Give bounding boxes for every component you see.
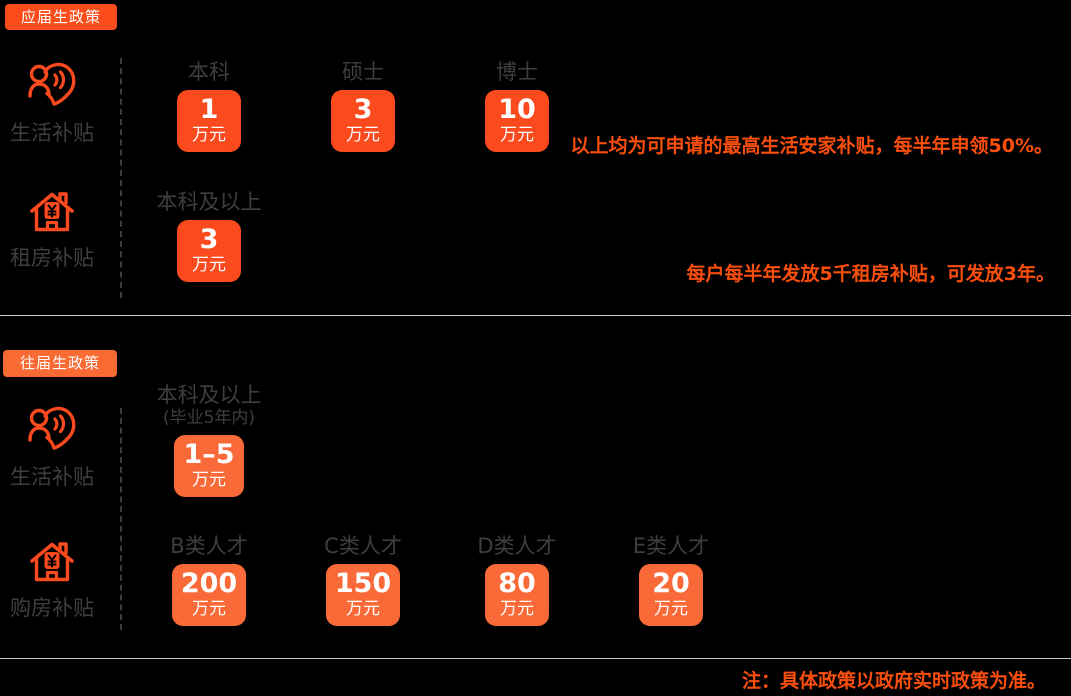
amount-unit: 万元: [654, 599, 688, 619]
fresh-graduate-policy-badge: 应届生政策: [5, 4, 117, 30]
amount-value: 20: [652, 568, 690, 599]
subsidy-column: 本科及以上 3 万元: [132, 190, 286, 282]
amount-unit: 万元: [346, 599, 380, 619]
amount-badge: 20 万元: [639, 564, 703, 626]
amount-value: 3: [199, 224, 219, 255]
people-heart-icon: [0, 62, 104, 108]
amount-unit: 万元: [346, 125, 380, 145]
subsidy-column: 硕士 3 万元: [286, 60, 440, 152]
subsidy-column: 本科及以上 (毕业5年内) 1–5 万元: [132, 383, 286, 497]
row-label: 购房补贴: [10, 596, 94, 620]
people-heart-icon: [0, 406, 104, 452]
amount-badge: 1–5 万元: [174, 435, 244, 497]
living-subsidy-note: 以上均为可申请的最高生活安家补贴，每半年申领50%。: [570, 135, 1053, 157]
dashed-separator: [120, 408, 122, 630]
amount-unit: 万元: [192, 255, 226, 275]
column-header: 本科及以上: [156, 190, 262, 214]
column-header: 博士: [496, 60, 538, 84]
amount-badge: 200 万元: [171, 564, 247, 626]
amount-unit: 万元: [192, 599, 226, 619]
previous-graduate-policy-badge: 往届生政策: [3, 350, 117, 377]
footer-note: 注：具体政策以政府实时政策为准。: [741, 670, 1046, 692]
column-subheader: (毕业5年内): [162, 408, 256, 428]
rent-subsidy-row-label: 租房补贴: [0, 191, 104, 272]
amount-value: 150: [334, 568, 392, 599]
amount-unit: 万元: [191, 470, 226, 490]
amount-badge: 10 万元: [485, 90, 549, 152]
row-label: 生活补贴: [10, 121, 94, 145]
amount-badge: 3 万元: [177, 220, 241, 282]
subsidy-column: C类人才 150 万元: [286, 534, 440, 626]
housing-subsidy-row-label: 购房补贴: [0, 541, 104, 622]
amount-value: 80: [498, 568, 536, 599]
column-header: 本科: [188, 60, 230, 84]
amount-unit: 万元: [500, 125, 534, 145]
dashed-separator: [120, 58, 122, 298]
amount-value: 3: [353, 94, 373, 125]
amount-unit: 万元: [500, 599, 534, 619]
living-subsidy-row-label: 生活补贴: [0, 406, 104, 491]
row-label: 租房补贴: [10, 246, 94, 270]
column-header: B类人才: [170, 534, 248, 558]
subsidy-column: 博士 10 万元: [440, 60, 594, 152]
column-header: D类人才: [477, 534, 557, 558]
row-label: 生活补贴: [10, 465, 94, 489]
house-yen-icon: [0, 541, 104, 583]
subsidy-column: 本科 1 万元: [132, 60, 286, 152]
column-header: 硕士: [342, 60, 384, 84]
subsidy-column: B类人才 200 万元: [132, 534, 286, 626]
footer-divider: [0, 658, 1071, 659]
house-yen-icon: [0, 191, 104, 233]
amount-badge: 3 万元: [331, 90, 395, 152]
amount-value: 10: [498, 94, 536, 125]
amount-value: 1–5: [183, 439, 235, 470]
living-subsidy-row-label: 生活补贴: [0, 62, 104, 147]
column-header: C类人才: [324, 534, 402, 558]
subsidy-column: E类人才 20 万元: [594, 534, 748, 626]
amount-unit: 万元: [192, 125, 226, 145]
rent-subsidy-note: 每户每半年发放5千租房补贴，可发放3年。: [686, 263, 1055, 285]
column-header: E类人才: [632, 534, 710, 558]
section-divider: [0, 315, 1071, 316]
amount-badge: 150 万元: [325, 564, 401, 626]
amount-value: 200: [180, 568, 238, 599]
subsidy-column: D类人才 80 万元: [440, 534, 594, 626]
amount-badge: 1 万元: [177, 90, 241, 152]
amount-badge: 80 万元: [485, 564, 549, 626]
amount-value: 1: [199, 94, 219, 125]
column-header: 本科及以上: [156, 383, 262, 407]
